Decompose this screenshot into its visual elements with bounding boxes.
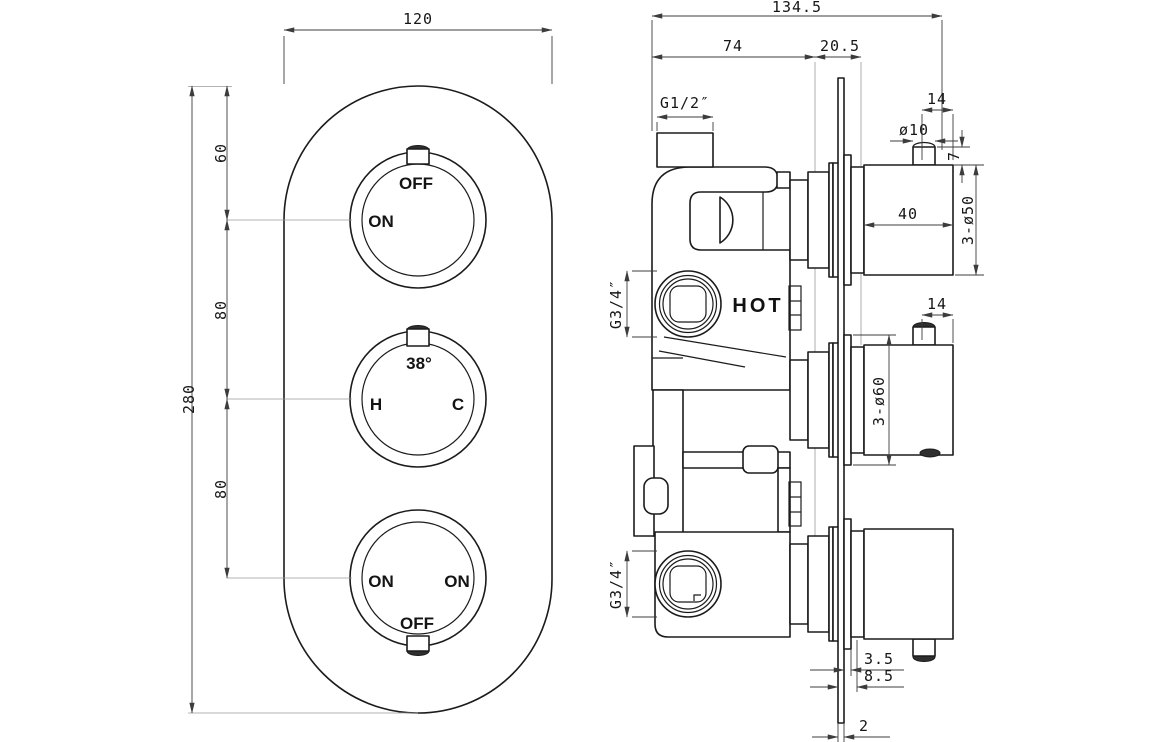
knob-bottom [843, 518, 954, 662]
elbow-connector [776, 171, 791, 189]
dial-bottom-tab [406, 635, 430, 652]
hot-port [654, 270, 722, 338]
side-view-dimensions: 134.5 74 20.5 G1/2″ 14 ø10 7 [607, 0, 984, 742]
body-left-tab [643, 477, 669, 515]
dial-bottom: ON ON OFF [349, 509, 487, 656]
knob-middle-stub [912, 326, 936, 346]
dim-outlet-thread-bottom: G3/4″ [607, 559, 625, 609]
retainer-screw-bottom [788, 481, 802, 527]
internal-dome [719, 196, 734, 244]
dim-total-depth: 134.5 [772, 0, 822, 16]
dim-body-depth: 74 [723, 37, 743, 55]
hot-label: HOT [732, 295, 783, 317]
dial-middle-label-h: H [370, 395, 382, 414]
dim-top-dial-offset: 60 [212, 143, 230, 163]
knob-bottom-stub [912, 638, 936, 657]
knob-middle [843, 322, 954, 466]
dim-stub-height: 7 [945, 151, 963, 161]
dim-plate-to-knob: 20.5 [820, 37, 860, 55]
dim-stub-offset-top: 14 [927, 90, 947, 108]
front-view: OFF ON 38° H C ON ON OFF [180, 10, 553, 714]
dim-inlet-thread: G1/2″ [660, 94, 710, 112]
dim-plate-height: 280 [180, 384, 198, 414]
dial-top-label-off: OFF [399, 174, 433, 193]
dim-plate-thickness: 2 [859, 717, 869, 735]
dim-outlet-thread-top: G3/4″ [607, 279, 625, 329]
valve-body: HOT [633, 132, 802, 638]
dim-plate-gap-1: 3.5 [864, 650, 894, 668]
knob-middle-body [863, 344, 954, 456]
side-view: HOT [607, 0, 984, 742]
cartridge-neck-middle [789, 342, 840, 458]
dial-bottom-label-on-left: ON [368, 572, 394, 591]
dim-dial-spacing-2: 80 [212, 479, 230, 499]
knob-middle-screw [919, 448, 941, 458]
knob-top-body [863, 164, 954, 276]
wall-plate [837, 77, 845, 724]
knob-top [843, 141, 954, 286]
dim-plate-width: 120 [403, 10, 433, 28]
dim-dial-spacing-1: 80 [212, 300, 230, 320]
dial-middle-label-c: C [452, 395, 464, 414]
cartridge-neck-bottom [789, 526, 840, 642]
dim-plate-gap-2: 8.5 [864, 667, 894, 685]
dial-middle-label-temp: 38° [406, 354, 432, 373]
bottom-port-opening [669, 565, 707, 603]
dim-stub-offset-mid: 14 [927, 295, 947, 313]
body-right-column [777, 467, 791, 533]
front-view-dimensions: 120 60 80 280 80 [180, 10, 553, 714]
knob-top-stub [912, 146, 936, 166]
cartridge-neck-top [789, 162, 840, 278]
dim-stub-diameter: ø10 [899, 121, 929, 139]
dial-top-tab [406, 148, 430, 165]
dial-top: OFF ON [349, 145, 487, 289]
knob-bottom-body [863, 528, 954, 640]
dial-top-label-on: ON [368, 212, 394, 231]
bottom-port [654, 550, 722, 618]
hot-port-opening [669, 285, 707, 323]
dial-bottom-label-off: OFF [400, 614, 434, 633]
inlet-pipe [656, 132, 714, 168]
dim-knob-diameter: 3-ø50 [959, 195, 977, 245]
dial-middle: 38° H C [349, 325, 487, 468]
retainer-screw-top [788, 285, 802, 331]
tie-bar-block [742, 445, 779, 474]
dial-bottom-inner-ring [361, 521, 475, 635]
dial-middle-tab [406, 328, 430, 347]
dim-flange-diameter: 3-ø60 [870, 376, 888, 426]
dial-bottom-label-on-right: ON [444, 572, 470, 591]
dim-knob-depth: 40 [898, 205, 918, 223]
